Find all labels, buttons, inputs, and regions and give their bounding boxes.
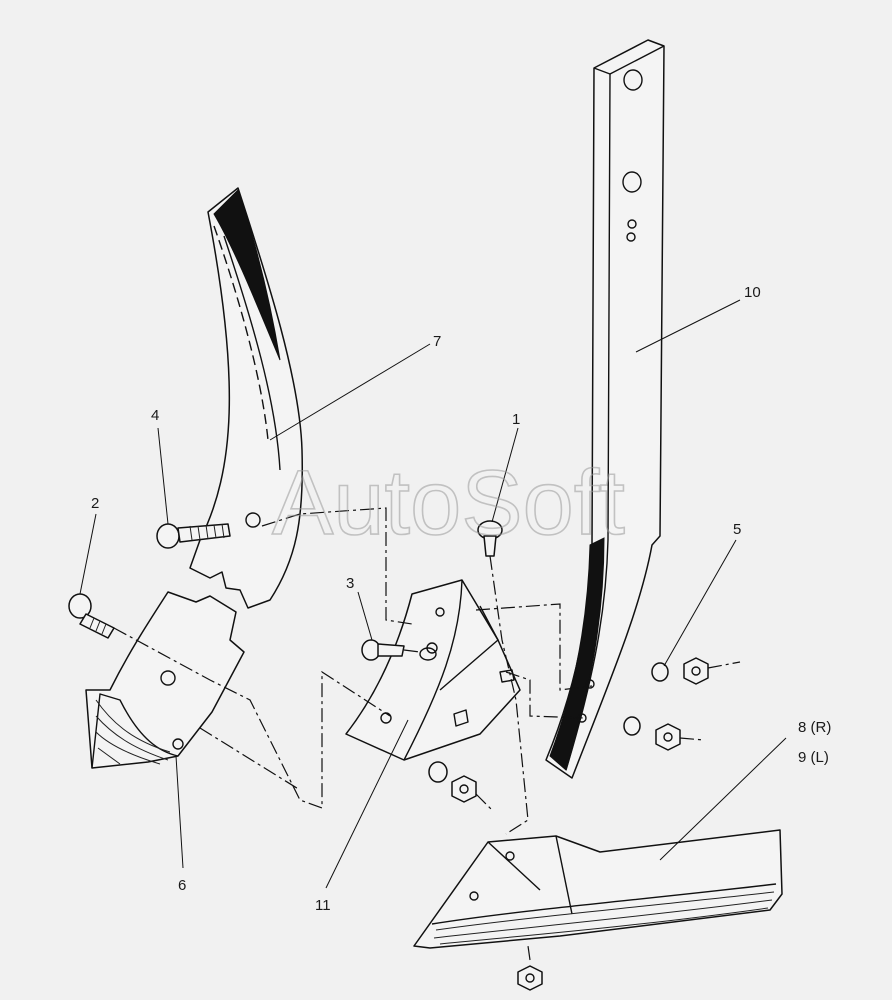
callout-9: 9 (L) (798, 749, 829, 766)
sweep-share-part (413, 829, 783, 949)
callout-2: 2 (91, 495, 99, 512)
bracket-part (345, 579, 521, 761)
bolt-part-4 (156, 523, 231, 549)
bolt-part-2 (68, 593, 115, 639)
assembly-lines (113, 507, 741, 961)
bolt-part-1 (477, 520, 503, 557)
callout-3: 3 (346, 575, 354, 592)
shank-bar-part (545, 39, 665, 779)
bolt-part-3 (361, 639, 437, 661)
watermark-text: AutoSoft (272, 452, 625, 554)
callout-11: 11 (315, 897, 331, 914)
callout-6: 6 (178, 877, 186, 894)
point-part (85, 591, 245, 769)
callout-4: 4 (151, 407, 159, 424)
callout-1: 1 (512, 411, 520, 428)
callout-8: 8 (R) (798, 719, 831, 736)
leader-lines (79, 299, 787, 889)
callout-10: 10 (744, 284, 761, 301)
callout-7: 7 (433, 333, 441, 350)
wing-part (189, 187, 304, 609)
washer-nut-part (428, 657, 709, 991)
callout-5: 5 (733, 521, 741, 538)
